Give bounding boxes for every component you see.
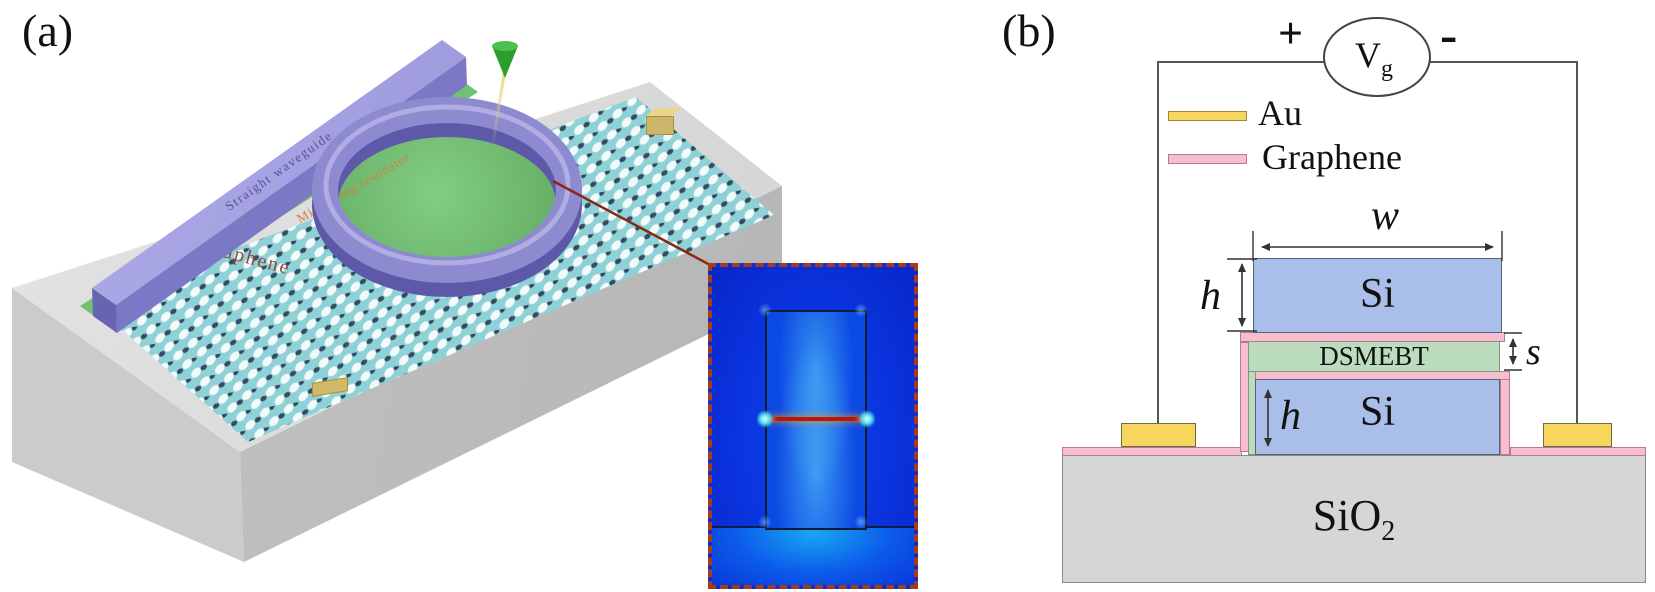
panel-b-label: (b) xyxy=(1002,5,1056,56)
probe-cone-icon xyxy=(492,46,518,78)
voltage-symbol-main: V xyxy=(1355,35,1381,75)
inset-corner-glow xyxy=(758,515,772,529)
graphene-sheet-right xyxy=(1510,447,1646,456)
au-contact-left xyxy=(1121,423,1196,447)
gold-contact-block xyxy=(646,116,674,135)
dim-h-top-label: h xyxy=(1200,273,1221,319)
sio2-label-main: SiO xyxy=(1312,491,1382,540)
au-contact-right xyxy=(1543,423,1612,447)
si-bottom-label: Si xyxy=(1359,389,1396,435)
dim-w-label: w xyxy=(1370,193,1399,239)
inset-graphene-hotspot xyxy=(765,417,867,421)
dsmebt-ring-disk xyxy=(330,135,565,280)
si-top-label: Si xyxy=(1359,271,1396,317)
legend-au-label: Au xyxy=(1258,93,1302,133)
graphene-sheet-left xyxy=(1062,447,1242,456)
graphene-riser-right xyxy=(1500,378,1510,455)
sio2-label-sub: 2 xyxy=(1381,516,1396,547)
panel-a-label: (a) xyxy=(22,5,74,56)
inset-edge-glow-right xyxy=(858,410,876,428)
inset-corner-glow xyxy=(854,303,868,317)
voltage-symbol: Vg xyxy=(1355,34,1393,83)
dim-s-label: s xyxy=(1526,331,1541,373)
inset-substrate-region xyxy=(712,528,914,585)
sio2-label: SiO2 xyxy=(1062,490,1646,548)
voltage-symbol-sub: g xyxy=(1381,56,1393,82)
dsmebt-label: DSMEBT xyxy=(1319,341,1429,371)
probe-cone-cap xyxy=(492,41,518,51)
minus-sign: - xyxy=(1440,7,1458,64)
dim-h-bottom-label: h xyxy=(1280,393,1301,439)
legend-graphene-label: Graphene xyxy=(1262,137,1402,177)
inset-corner-glow xyxy=(854,515,868,529)
legend-au-swatch xyxy=(1168,111,1247,121)
legend-graphene-swatch xyxy=(1168,154,1247,164)
plus-sign: + xyxy=(1278,9,1304,58)
inset-edge-glow-left xyxy=(756,410,774,428)
mode-field-inset xyxy=(708,263,918,589)
sio2-substrate xyxy=(1062,455,1646,583)
inset-corner-glow xyxy=(758,303,772,317)
